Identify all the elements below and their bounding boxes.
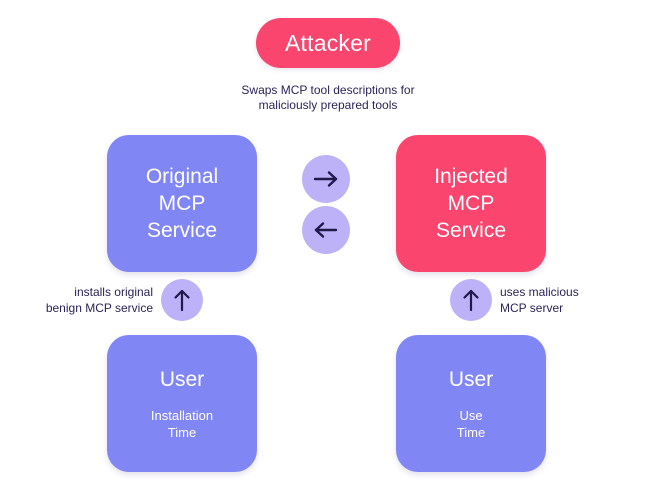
original-mcp-service-title: Original MCP Service bbox=[146, 163, 218, 244]
install-caption-line-1: installs original bbox=[74, 285, 153, 299]
uses-caption-line-2: MCP server bbox=[500, 301, 564, 315]
user-right-subtitle-line-1: Use bbox=[459, 408, 483, 423]
injected-mcp-service-node: Injected MCP Service bbox=[396, 135, 546, 272]
arrow-up-left-badge bbox=[161, 279, 203, 321]
arrow-right-icon bbox=[312, 168, 340, 190]
user-left-title: User bbox=[159, 368, 205, 391]
original-title-line-2: MCP bbox=[158, 192, 206, 215]
attacker-caption-line-2: maliciously prepared tools bbox=[258, 98, 398, 112]
user-right-title: User bbox=[448, 368, 494, 391]
injected-title-line-2: MCP bbox=[447, 192, 495, 215]
original-title-line-1: Original bbox=[145, 165, 219, 188]
arrow-right-badge bbox=[302, 155, 350, 203]
injected-title-line-1: Injected bbox=[434, 165, 508, 188]
user-right-subtitle-line-2: Time bbox=[456, 425, 486, 440]
arrow-left-badge bbox=[302, 206, 350, 254]
attacker-caption-line-1: Swaps MCP tool descriptions for bbox=[241, 83, 415, 97]
uses-caption-line-1: uses malicious bbox=[500, 285, 579, 299]
user-left-subtitle: Installation Time bbox=[151, 407, 213, 441]
arrow-left-icon bbox=[312, 219, 340, 241]
attacker-label: Attacker bbox=[285, 29, 371, 56]
install-caption-line-2: benign MCP service bbox=[45, 301, 153, 315]
original-title-line-3: Service bbox=[146, 219, 218, 242]
user-right-subtitle: Use Time bbox=[457, 407, 485, 441]
injected-title-line-3: Service bbox=[435, 219, 507, 242]
user-left-subtitle-line-2: Time bbox=[167, 425, 197, 440]
attacker-node: Attacker bbox=[256, 18, 400, 68]
uses-caption: uses malicious MCP server bbox=[500, 284, 645, 316]
injected-mcp-service-title: Injected MCP Service bbox=[434, 163, 508, 244]
arrow-up-icon bbox=[171, 287, 193, 313]
install-caption: installs original benign MCP service bbox=[8, 284, 153, 316]
user-left-subtitle-line-1: Installation bbox=[150, 408, 214, 423]
arrow-up-right-badge bbox=[450, 279, 492, 321]
attacker-caption: Swaps MCP tool descriptions for maliciou… bbox=[193, 83, 463, 113]
user-use-time-node: User Use Time bbox=[396, 335, 546, 472]
original-mcp-service-node: Original MCP Service bbox=[107, 135, 257, 272]
arrow-up-icon bbox=[460, 287, 482, 313]
user-installation-time-node: User Installation Time bbox=[107, 335, 257, 472]
